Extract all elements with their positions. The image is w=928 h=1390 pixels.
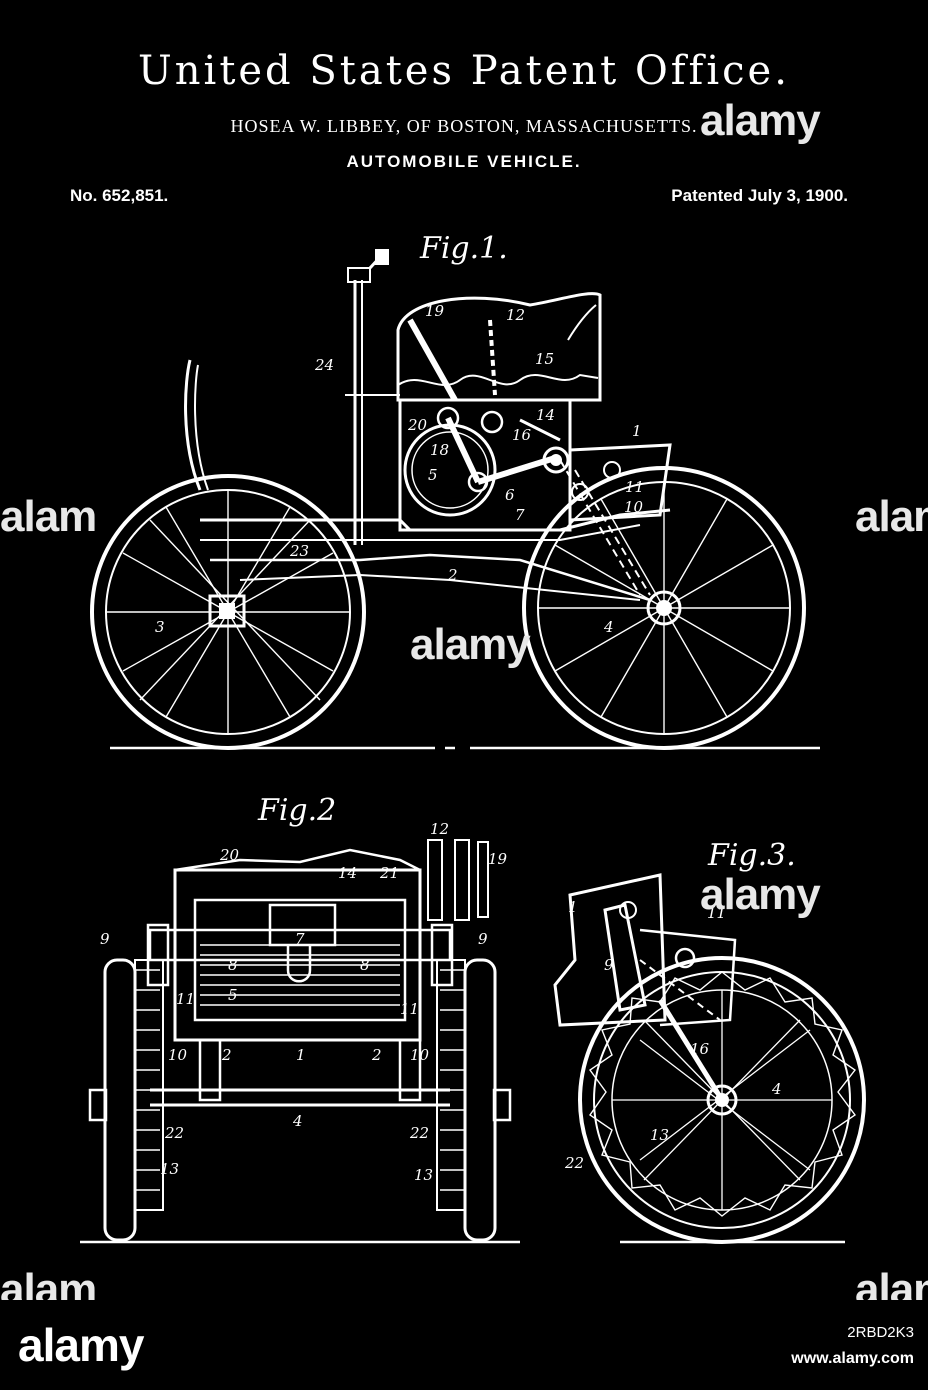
watermark: alamy [700, 870, 820, 920]
fig1-num: 23 [289, 542, 309, 560]
fig3-label: Fig.3. [707, 838, 796, 873]
fig1-num: 1 [632, 422, 642, 440]
fig1-num: 7 [515, 506, 525, 524]
fig2-num: 11 [176, 990, 195, 1008]
fig2-num: 1 [296, 1046, 306, 1064]
fig1-drawing: Fig.1. [92, 231, 820, 748]
fig2-num: 11 [400, 1000, 419, 1018]
fig2-num: 20 [219, 846, 240, 864]
fig2-num: 2 [221, 1046, 232, 1064]
alamy-logo: alamy [18, 1318, 143, 1372]
fig3-num: 22 [564, 1154, 584, 1172]
fig1-num: 2 [447, 566, 458, 584]
fig1-num: 16 [512, 426, 532, 444]
fig1-num: 12 [506, 306, 525, 324]
fig3-num: 13 [650, 1126, 669, 1144]
fig2-num: 13 [160, 1160, 179, 1178]
watermark-side: alam [0, 492, 96, 542]
fig2-num: 10 [168, 1046, 188, 1064]
fig2-drawing: Fig.2 [80, 793, 520, 1242]
fig1-num: 19 [425, 302, 445, 320]
fig2-num: 12 [430, 820, 449, 838]
fig1-num: 18 [430, 441, 449, 459]
fig2-num: 22 [409, 1124, 429, 1142]
fig2-num: 2 [371, 1046, 382, 1064]
fig2-num: 14 [338, 864, 357, 882]
fig2-label: Fig.2 [257, 793, 336, 828]
fig2-num: 5 [228, 986, 238, 1004]
site-link[interactable]: www.alamy.com [791, 1350, 914, 1368]
watermark: alamy [700, 96, 820, 146]
fig3-num: 16 [690, 1040, 710, 1058]
fig1-num: 14 [536, 406, 555, 424]
fig2-num: 19 [488, 850, 508, 868]
fig2-num: 9 [478, 930, 488, 948]
fig2-num: 4 [292, 1112, 303, 1130]
fig2-num: 7 [295, 930, 305, 948]
fig1-num: 15 [535, 350, 554, 368]
fig2-num: 21 [379, 864, 399, 882]
fig1-num: 20 [407, 416, 428, 434]
watermark: alamy [410, 620, 530, 670]
fig2-num: 8 [360, 956, 370, 974]
fig1-num: 5 [428, 466, 438, 484]
fig1-rear-wheel [92, 476, 364, 748]
fig1-num: 4 [603, 618, 614, 636]
fig2-num: 9 [100, 930, 110, 948]
fig2-num: 13 [414, 1166, 433, 1184]
fig1-label: Fig.1. [419, 231, 508, 266]
watermark-side: alam [855, 492, 928, 542]
fig2-num: 10 [410, 1046, 430, 1064]
fig1-num: 10 [624, 498, 644, 516]
fig3-num: 9 [604, 956, 614, 974]
image-id: 2RBD2K3 [847, 1324, 914, 1341]
fig3-num: 4 [771, 1080, 782, 1098]
fig2-num: 22 [164, 1124, 184, 1142]
fig1-num: 24 [314, 356, 334, 374]
fig1-num: 3 [155, 618, 165, 636]
fig1-num: 6 [505, 486, 515, 504]
fig1-num: 11 [625, 478, 644, 496]
fig3-num: 1 [568, 898, 578, 916]
fig2-num: 8 [228, 956, 238, 974]
